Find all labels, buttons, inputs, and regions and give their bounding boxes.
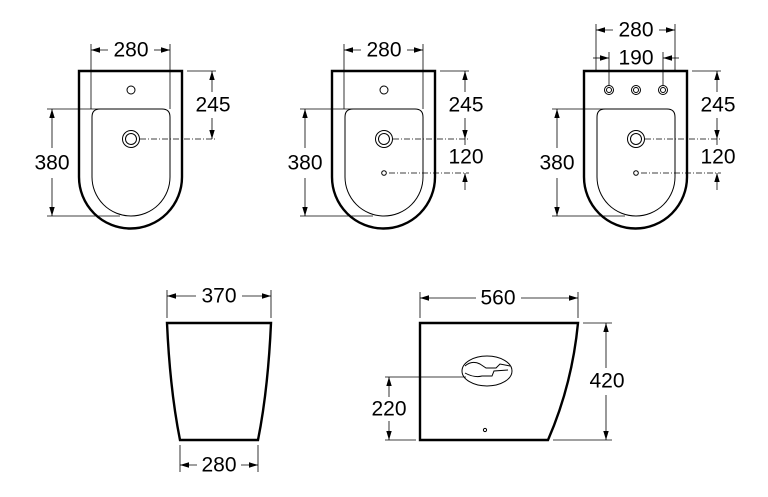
dim-bottom-width: 280	[201, 454, 236, 477]
dim-length: 560	[480, 287, 515, 310]
top-view-3: 280 190 245 380 120	[539, 19, 736, 230]
bowl-outline	[77, 69, 184, 230]
tap-hole	[379, 85, 389, 95]
drain-inner	[125, 133, 137, 145]
drain-inner	[378, 133, 390, 145]
drain-outer	[375, 130, 393, 148]
side-view: 560 420 220	[371, 287, 625, 442]
bowl-outline	[330, 69, 437, 230]
basin-outline	[344, 108, 424, 217]
dim-basin-length: 380	[539, 152, 574, 175]
side-outline	[418, 321, 580, 442]
outlet-ellipse	[461, 355, 513, 387]
front-outline	[165, 321, 273, 442]
top-view-2: 280 245 380 120	[287, 39, 484, 230]
tap-hole	[126, 85, 136, 95]
dim-width: 280	[618, 19, 653, 42]
tap-hole-inner	[633, 87, 639, 93]
tap-hole	[604, 85, 614, 95]
dim-drain-depth: 245	[195, 94, 230, 117]
dim-basin-length: 380	[287, 152, 322, 175]
dim-height: 420	[589, 370, 624, 393]
tap-hole-inner	[606, 87, 612, 93]
dim-width: 280	[113, 39, 148, 62]
drain-inner	[630, 133, 642, 145]
dim-top-width: 370	[201, 285, 236, 308]
dim-drain-to-hole: 120	[448, 146, 483, 169]
front-view: 370 280	[165, 285, 273, 477]
dim-width: 280	[366, 39, 401, 62]
bottom-hole	[381, 170, 387, 176]
tap-hole	[631, 85, 641, 95]
dim-drain-depth: 245	[448, 94, 483, 117]
drain-outer	[122, 130, 140, 148]
tap-hole-inner	[660, 87, 666, 93]
bowl-outline	[582, 69, 689, 230]
dim-outlet-height: 220	[371, 398, 406, 421]
basin-outline	[596, 108, 676, 217]
dim-tap-spacing: 190	[618, 47, 653, 70]
bottom-fixing-hole	[482, 427, 488, 433]
tap-hole	[658, 85, 668, 95]
basin-outline	[91, 108, 171, 217]
dim-drain-to-hole: 120	[700, 146, 735, 169]
dim-basin-length: 380	[34, 152, 69, 175]
bottom-hole	[633, 170, 639, 176]
top-view-1: 280 245 380	[34, 39, 231, 230]
dim-drain-depth: 245	[700, 94, 735, 117]
drain-outer	[627, 130, 645, 148]
outlet-detail	[464, 361, 511, 378]
